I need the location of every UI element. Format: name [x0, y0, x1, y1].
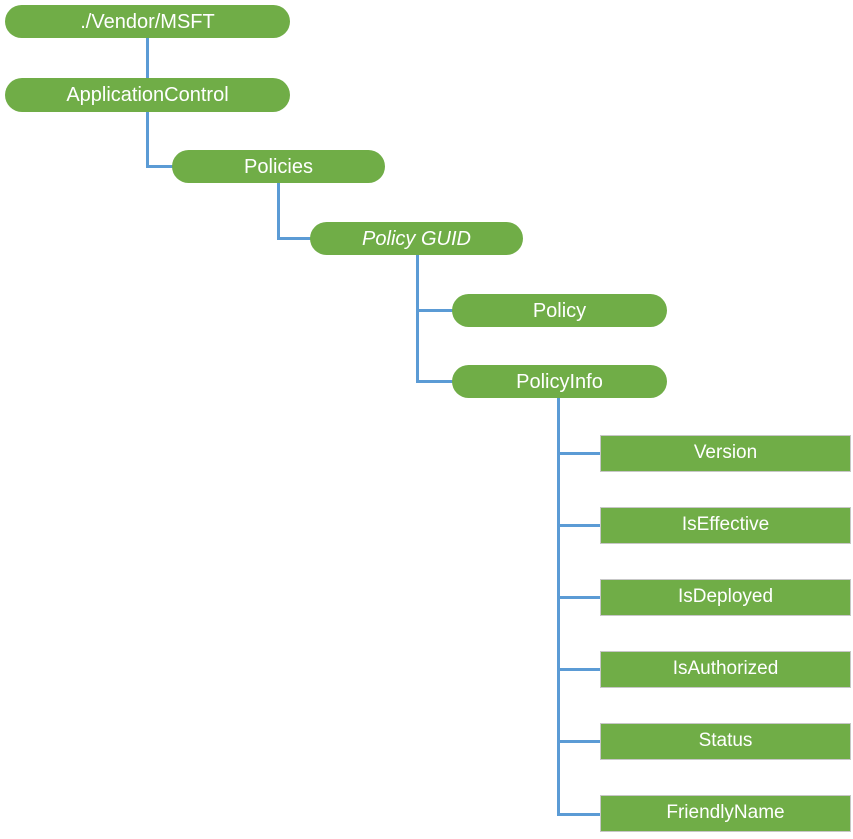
- node-label: FriendlyName: [666, 802, 785, 824]
- node-policy[interactable]: Policy: [452, 294, 667, 327]
- connector-policies-to-policyguid-horizontal: [277, 237, 313, 240]
- connector-policyguid-to-policyinfo: [416, 380, 456, 383]
- node-label: Version: [693, 442, 758, 464]
- node-version[interactable]: Version: [600, 435, 851, 472]
- node-label: IsDeployed: [677, 586, 774, 608]
- node-label: ./Vendor/MSFT: [80, 10, 215, 33]
- connector-policies-to-policyguid-vertical: [277, 183, 280, 239]
- connector-policyinfo-to-friendlyname: [557, 813, 603, 816]
- node-policyinfo[interactable]: PolicyInfo: [452, 365, 667, 398]
- node-policy-guid[interactable]: Policy GUID: [310, 222, 523, 255]
- connector-policyinfo-trunk: [557, 398, 560, 816]
- node-label: PolicyInfo: [516, 370, 603, 393]
- node-iseffective[interactable]: IsEffective: [600, 507, 851, 544]
- node-label: ApplicationControl: [66, 84, 229, 106]
- node-status[interactable]: Status: [600, 723, 851, 760]
- node-label: IsEffective: [681, 514, 770, 536]
- connector-policyinfo-to-isauthorized: [557, 668, 603, 671]
- node-applicationcontrol[interactable]: ApplicationControl: [5, 78, 290, 112]
- connector-applicationcontrol-to-policies-vertical: [146, 112, 149, 168]
- connector-policyinfo-to-status: [557, 740, 603, 743]
- connector-policyguid-trunk: [416, 255, 419, 383]
- node-label: Status: [698, 730, 753, 752]
- connector-vendor-to-applicationcontrol: [146, 38, 149, 78]
- node-label: Policy GUID: [362, 227, 471, 250]
- connector-policyinfo-to-isdeployed: [557, 596, 603, 599]
- connector-applicationcontrol-to-policies-horizontal: [146, 165, 174, 168]
- node-isauthorized[interactable]: IsAuthorized: [600, 651, 851, 688]
- connector-policyguid-to-policy: [416, 309, 456, 312]
- connector-policyinfo-to-iseffective: [557, 524, 603, 527]
- node-vendor-msft[interactable]: ./Vendor/MSFT: [5, 5, 290, 38]
- node-policies[interactable]: Policies: [172, 150, 385, 183]
- connector-policyinfo-to-version: [557, 452, 603, 455]
- node-label: Policies: [244, 155, 313, 178]
- node-label: IsAuthorized: [672, 658, 779, 680]
- node-friendlyname[interactable]: FriendlyName: [600, 795, 851, 832]
- node-isdeployed[interactable]: IsDeployed: [600, 579, 851, 616]
- node-label: Policy: [532, 299, 587, 322]
